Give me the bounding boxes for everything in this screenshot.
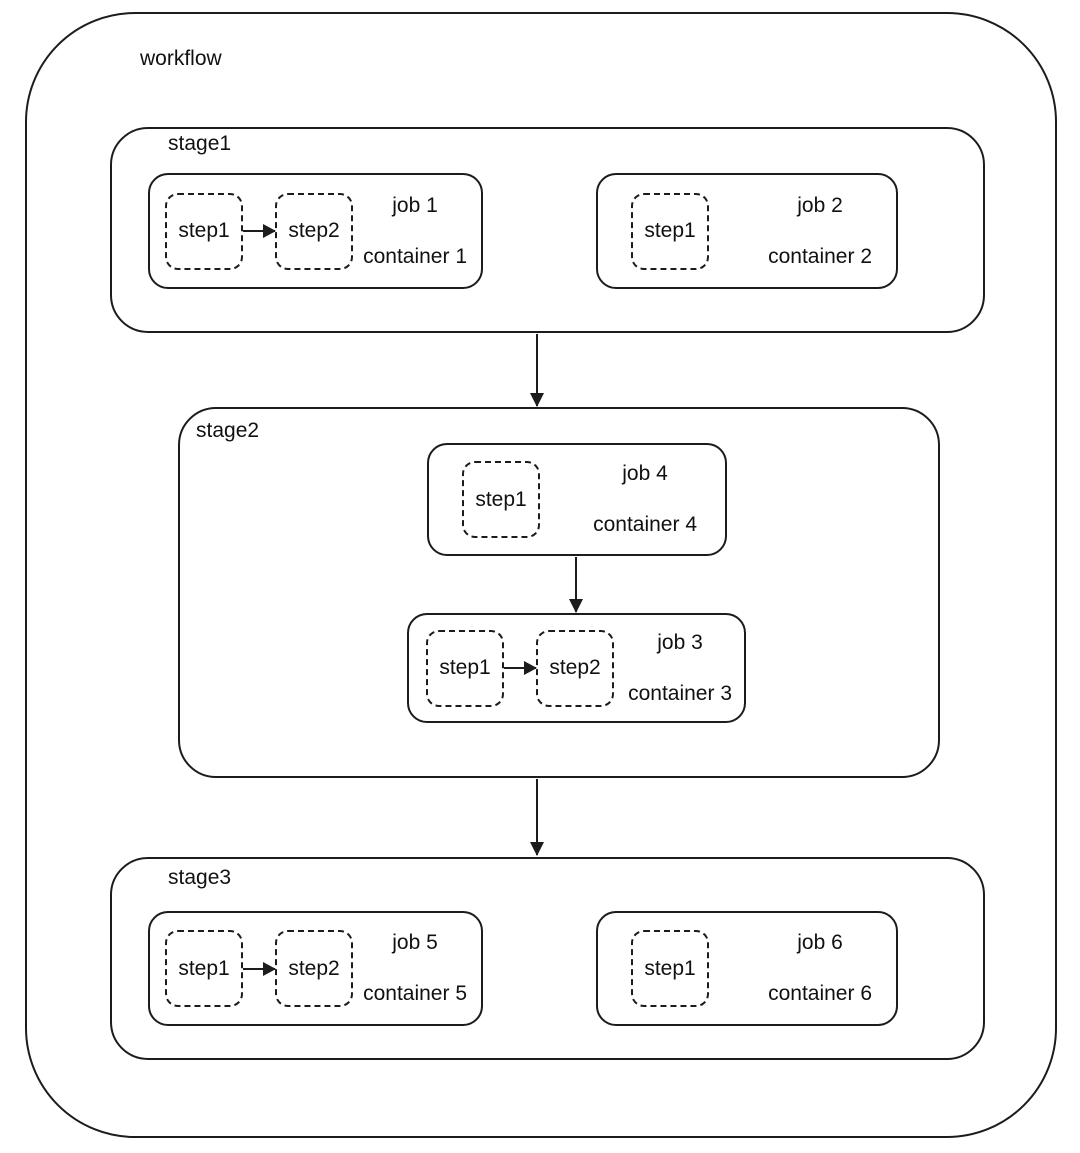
arrow-job4-to-job3 [569,557,583,613]
job5-step1-node: step1 [165,930,243,1007]
job4-node: step1 job 4 container 4 [427,443,727,556]
job6-step1-node: step1 [631,930,709,1007]
job3-node: step1 step2 job 3 container 3 [407,613,746,723]
job2-step1-label: step1 [644,219,696,242]
job3-name: job 3 [657,630,703,654]
stage2-label: stage2 [196,419,260,442]
job5-steps: step1 step2 [165,930,353,1007]
job2-container-label: container 2 [768,244,872,268]
job1-labels: job 1 container 1 [363,194,467,269]
job3-step1-label: step1 [439,656,491,679]
job3-step1-node: step1 [426,629,504,707]
job1-node: step1 step2 job 1 container 1 [148,173,483,289]
job3-container-label: container 3 [628,681,732,705]
job4-step1-label: step1 [475,487,527,511]
job1-step1-node: step1 [165,192,243,270]
arrow-stage2-to-stage3 [530,779,544,856]
job5-container-label: container 5 [363,982,467,1005]
arrow-stage1-to-stage2 [530,334,544,407]
job3-labels: job 3 container 3 [628,631,732,706]
job1-name: job 1 [392,193,438,217]
job5-step2-node: step2 [275,930,353,1007]
job4-labels: job 4 container 4 [593,462,697,537]
job5-name: job 5 [392,931,438,954]
job5-node: step1 step2 job 5 container 5 [148,911,483,1026]
job2-node: step1 job 2 container 2 [596,173,898,289]
job6-step1-label: step1 [644,956,696,980]
job6-name: job 6 [797,931,843,954]
job4-name: job 4 [622,462,668,485]
job5-step1-label: step1 [178,956,230,980]
job6-node: step1 job 6 container 6 [596,911,898,1026]
job2-name: job 2 [797,193,843,217]
job1-step2-node: step2 [275,192,353,270]
step-arrow-icon [243,224,276,238]
job5-step2-label: step2 [288,956,340,980]
job1-step1-label: step1 [178,219,230,242]
step-arrow-icon [504,661,537,675]
job2-labels: job 2 container 2 [768,194,872,269]
job5-labels: job 5 container 5 [363,931,467,1006]
stage3-label: stage3 [168,866,232,889]
job3-step2-label: step2 [549,656,601,679]
job6-container-label: container 6 [768,982,872,1005]
job2-steps: step1 [631,192,709,270]
job3-step2-node: step2 [536,629,614,707]
job4-steps: step1 [462,461,540,538]
job3-steps: step1 step2 [426,629,614,707]
job4-container-label: container 4 [593,513,697,536]
job4-step1-node: step1 [462,461,540,538]
step-arrow-icon [243,961,276,976]
job1-container-label: container 1 [363,244,467,268]
job1-steps: step1 step2 [165,192,353,270]
workflow-label: workflow [140,47,222,70]
stage1-label: stage1 [168,132,232,155]
job6-labels: job 6 container 6 [768,931,872,1006]
job1-step2-label: step2 [288,219,340,242]
job2-step1-node: step1 [631,192,709,270]
job6-steps: step1 [631,930,709,1007]
